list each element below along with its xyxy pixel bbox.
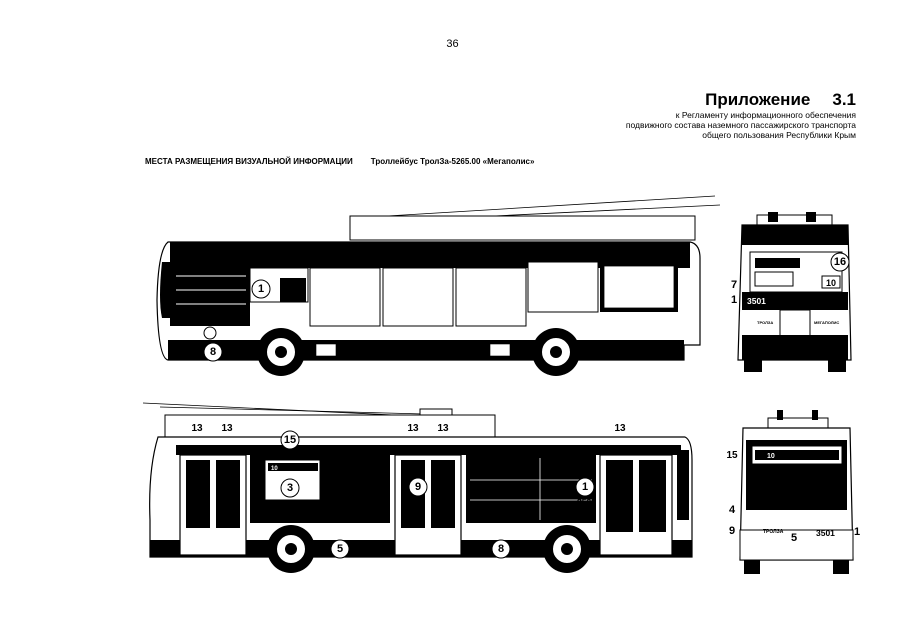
svg-text:9: 9 <box>415 481 421 493</box>
svg-text:1: 1 <box>582 481 588 493</box>
appendix-number: 3.1 <box>832 90 856 109</box>
rear-fleet-number: 3501 <box>747 296 766 306</box>
marker-right-13-d: 13 <box>437 423 449 434</box>
marker-right-9: 9 <box>408 477 428 497</box>
marker-front-5: 5 <box>791 532 797 544</box>
marker-right-13-c: 13 <box>407 423 419 434</box>
appendix-subtitle-2: подвижного состава наземного пассажирско… <box>625 120 856 130</box>
right-side-view: 10 3501 13 13 15 13 13 13 3 10 9 1 5 10 … <box>142 402 693 573</box>
rear-view: 10 3501 ТРОЛЗА МЕГАПОЛИС 7 1 16 <box>731 212 852 372</box>
marker-rear-16: 16 <box>830 252 850 272</box>
marker-front-1: 1 <box>854 526 860 538</box>
marker-left-1: 1 <box>251 279 271 299</box>
marker-front-4: 4 <box>729 504 736 516</box>
appendix-title-text: Приложение <box>705 90 811 109</box>
marker-right-10-a: 10 <box>274 500 284 510</box>
svg-text:3: 3 <box>287 482 293 494</box>
rear-brand-right: МЕГАПОЛИС <box>814 320 839 325</box>
drawing-caption: МЕСТА РАЗМЕЩЕНИЯ ВИЗУАЛЬНОЙ ИНФОРМАЦИИ Тр… <box>145 157 534 166</box>
marker-right-1: 1 <box>575 477 595 497</box>
appendix-header: Приложение 3.1 к Регламенту информационно… <box>626 90 856 140</box>
marker-left-8: 8 <box>203 342 223 362</box>
marker-right-15: 15 <box>280 430 300 450</box>
svg-text:5: 5 <box>337 543 343 555</box>
svg-text:8: 8 <box>210 346 216 358</box>
page-number: 36 <box>446 38 459 50</box>
marker-right-5: 5 <box>330 539 350 559</box>
caption-label: МЕСТА РАЗМЕЩЕНИЯ ВИЗУАЛЬНОЙ ИНФОРМАЦИИ <box>145 157 353 166</box>
front-route-number: 10 <box>767 453 775 460</box>
marker-right-8: 8 <box>491 539 511 559</box>
appendix-subtitle-1: к Регламенту информационного обеспечения <box>675 110 856 120</box>
side-fleet-number: 3501 <box>577 497 596 507</box>
marker-right-13-b: 13 <box>221 423 233 434</box>
front-brand: ТРОЛЗА <box>763 529 784 535</box>
rear-route-number: 10 <box>826 278 836 288</box>
marker-right-3: 3 <box>280 478 300 498</box>
marker-front-15: 15 <box>726 450 738 461</box>
side-route-number: 10 <box>271 466 278 472</box>
marker-right-12: 12 <box>432 545 444 556</box>
front-view: 10 ТРОЛЗА 3501 15 4 9 5 1 <box>726 410 860 574</box>
rear-brand-left: ТРОЛЗА <box>757 320 773 325</box>
marker-front-9: 9 <box>729 525 735 537</box>
marker-rear-1: 1 <box>731 294 737 306</box>
caption-model: Троллейбус ТролЗа-5265.00 «Мегаполис» <box>370 157 535 166</box>
svg-text:16: 16 <box>834 256 846 268</box>
marker-right-13-a: 13 <box>191 423 203 434</box>
left-fleet-number: 3501 <box>252 302 272 312</box>
appendix-subtitle-3: общего пользования Республики Крым <box>702 130 856 140</box>
appendix-title: Приложение 3.1 <box>626 90 856 110</box>
svg-text:15: 15 <box>284 434 296 446</box>
left-side-view: 3501 1 8 <box>156 195 721 376</box>
front-fleet-number: 3501 <box>816 528 835 538</box>
marker-right-10-b: 10 <box>413 545 425 556</box>
marker-rear-7: 7 <box>731 279 737 291</box>
marker-right-13-e: 13 <box>614 423 626 434</box>
svg-text:8: 8 <box>498 543 504 555</box>
svg-text:1: 1 <box>258 283 264 295</box>
